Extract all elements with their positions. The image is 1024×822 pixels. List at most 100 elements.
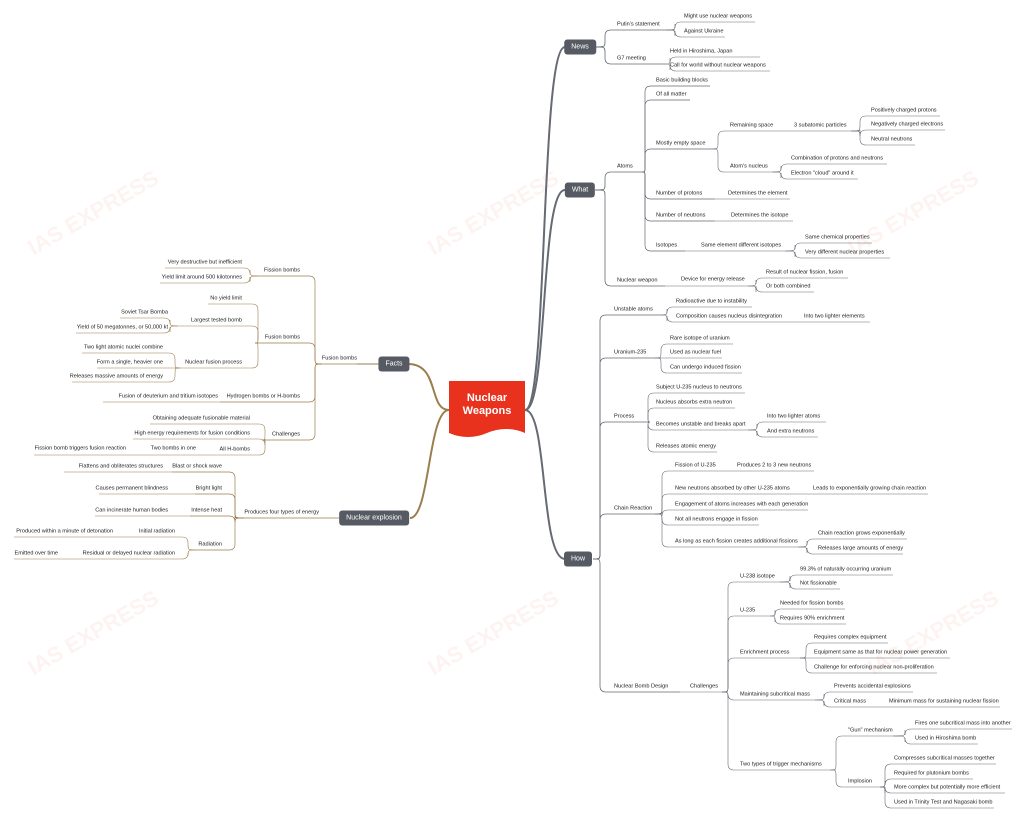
node[interactable]: Subject U-235 nucleus to neutrons xyxy=(656,384,742,391)
node[interactable]: Requires complex equipment xyxy=(814,634,887,641)
node[interactable]: Determines the element xyxy=(728,190,788,197)
node[interactable]: Against Ukraine xyxy=(684,28,724,35)
node[interactable]: G7 meeting xyxy=(617,55,646,62)
node[interactable]: "Gun" mechanism xyxy=(848,727,893,734)
node[interactable]: Chain reaction grows exponentially xyxy=(818,530,905,537)
node[interactable]: Might use nuclear weapons xyxy=(684,13,753,20)
node[interactable]: Enrichment process xyxy=(740,649,790,656)
node[interactable]: Determines the isotope xyxy=(731,212,789,219)
node[interactable]: As long as each fission creates addition… xyxy=(675,538,798,545)
node[interactable]: Same element different isotopes xyxy=(701,242,782,249)
node[interactable]: Fission bombs xyxy=(263,267,300,274)
node[interactable]: Emitted over time xyxy=(14,550,58,557)
branch-how[interactable]: How xyxy=(563,551,593,567)
node[interactable]: Fusion bombs xyxy=(321,355,357,362)
node[interactable]: Implosion xyxy=(848,778,872,785)
node[interactable]: Nuclear fusion process xyxy=(185,359,242,366)
node[interactable]: Fission bomb triggers fusion reaction xyxy=(34,445,126,452)
node[interactable]: Flattens and obliterates structures xyxy=(78,463,163,470)
node[interactable]: Minimum mass for sustaining nuclear fiss… xyxy=(889,698,999,705)
node[interactable]: More complex but potentially more effici… xyxy=(894,784,1001,791)
node[interactable]: Hydrogen bombs or H-bombs xyxy=(226,393,300,400)
node[interactable]: Prevents accidental explosions xyxy=(834,683,911,690)
node[interactable]: Challenge for enforcing nuclear non-prol… xyxy=(814,664,934,671)
node[interactable]: Yield of 50 megatonnes, or 50,000 kt xyxy=(76,324,168,331)
node[interactable]: U-238 isotope xyxy=(740,573,775,580)
node[interactable]: Blast or shock wave xyxy=(172,463,222,470)
node[interactable]: Isotopes xyxy=(656,242,678,249)
central-topic[interactable]: Nuclear Weapons xyxy=(449,381,525,443)
node[interactable]: Basic building blocks xyxy=(656,77,708,84)
node[interactable]: Composition causes nucleus disintegratio… xyxy=(676,313,783,320)
node[interactable]: Produces four types of energy xyxy=(244,509,319,516)
node[interactable]: Equipment same as that for nuclear power… xyxy=(814,649,948,656)
node[interactable]: Engagement of atoms increases with each … xyxy=(675,501,809,508)
node[interactable]: Into two lighter atoms xyxy=(767,413,821,420)
node[interactable]: Critical mass xyxy=(834,698,867,705)
branch-what[interactable]: What xyxy=(564,182,596,198)
node[interactable]: Number of neutrons xyxy=(656,212,706,219)
node[interactable]: Leads to exponentially growing chain rea… xyxy=(813,485,927,492)
node[interactable]: Largest tested bomb xyxy=(191,317,242,324)
node[interactable]: Atom's nucleus xyxy=(730,163,768,170)
node[interactable]: Unstable atoms xyxy=(614,306,653,313)
node[interactable]: Very different nuclear properties xyxy=(805,249,885,256)
node[interactable]: Causes permanent blindness xyxy=(95,485,168,492)
node[interactable]: Two types of trigger mechanisms xyxy=(740,761,822,768)
node[interactable]: Releases massive amounts of energy xyxy=(69,373,163,380)
node[interactable]: Residual or delayed nuclear radiation xyxy=(82,550,175,557)
node[interactable]: Into two lighter elements xyxy=(804,313,865,320)
node[interactable]: Uranium-235 xyxy=(614,349,647,356)
node[interactable]: No yield limit xyxy=(210,295,242,302)
node[interactable]: Held in Hiroshima, Japan xyxy=(670,48,733,55)
node[interactable]: Challenges xyxy=(272,431,300,438)
node[interactable]: Initial radiation xyxy=(138,528,175,535)
node[interactable]: Obtaining adequate fusionable material xyxy=(152,415,250,422)
node[interactable]: Used in Trinity Test and Nagasaki bomb xyxy=(894,799,993,806)
node[interactable]: Positively charged protons xyxy=(871,107,937,114)
node[interactable]: Of all matter xyxy=(656,91,687,98)
node[interactable]: High energy requirements for fusion cond… xyxy=(134,430,250,437)
node[interactable]: Or both combined xyxy=(766,283,811,290)
branch-facts[interactable]: Facts xyxy=(378,356,410,372)
node[interactable]: Required for plutonium bombs xyxy=(894,770,969,777)
node[interactable]: Not all neutrons engage in fission xyxy=(675,516,758,523)
node[interactable]: All H-bombs xyxy=(219,446,250,453)
node[interactable]: Radioactive due to instability xyxy=(676,298,747,305)
node[interactable]: Atoms xyxy=(617,163,633,170)
node[interactable]: Produced within a minute of detonation xyxy=(16,528,113,535)
node[interactable]: Releases large amounts of energy xyxy=(818,545,904,552)
node[interactable]: Used as nuclear fuel xyxy=(670,349,721,356)
node[interactable]: U-235 xyxy=(740,607,756,614)
node[interactable]: Can undergo induced fission xyxy=(670,364,741,371)
node[interactable]: Intense heat xyxy=(191,507,222,514)
node[interactable]: New neutrons absorbed by other U-235 ato… xyxy=(675,485,790,492)
node[interactable]: Nucleus absorbs extra neutron xyxy=(656,399,733,406)
node[interactable]: Soviet Tsar Bomba xyxy=(121,309,168,316)
node[interactable]: Needed for fission bombs xyxy=(780,600,844,607)
node[interactable]: Produces 2 to 3 new neutrons xyxy=(737,462,812,469)
node[interactable]: Combination of protons and neutrons xyxy=(791,155,884,162)
node[interactable]: Fission of U-235 xyxy=(675,462,716,469)
node[interactable]: Electron "cloud" around it xyxy=(791,170,854,177)
node[interactable]: Same chemical properties xyxy=(805,234,870,241)
node[interactable]: Becomes unstable and breaks apart xyxy=(656,421,746,428)
node[interactable]: Used in Hiroshima bomb xyxy=(915,735,977,742)
node[interactable]: Negatively charged electrons xyxy=(871,121,944,128)
node[interactable]: Maintaining subcritical mass xyxy=(740,691,810,698)
node[interactable]: Radiation xyxy=(198,541,222,548)
node[interactable]: Neutral neutrons xyxy=(871,136,913,143)
node[interactable]: Nuclear Bomb Design xyxy=(614,683,669,690)
node[interactable]: Yield limit around 500 kilotonnes xyxy=(161,274,242,281)
node[interactable]: 3 subatomic particles xyxy=(794,122,847,129)
node[interactable]: And extra neutrons xyxy=(767,428,815,435)
node[interactable]: Two bombs in one xyxy=(150,445,196,452)
node[interactable]: Fusion bombs xyxy=(264,334,300,341)
node[interactable]: Two light atomic nuclei combine xyxy=(84,344,163,351)
node[interactable]: Requires 90% enrichment xyxy=(780,615,845,622)
node[interactable]: Bright light xyxy=(195,485,222,492)
node[interactable]: Device for energy release xyxy=(681,276,745,283)
node[interactable]: Process xyxy=(614,413,635,420)
node[interactable]: Nuclear weapon xyxy=(617,277,658,284)
node[interactable]: Compresses subcritical masses together xyxy=(894,755,995,762)
